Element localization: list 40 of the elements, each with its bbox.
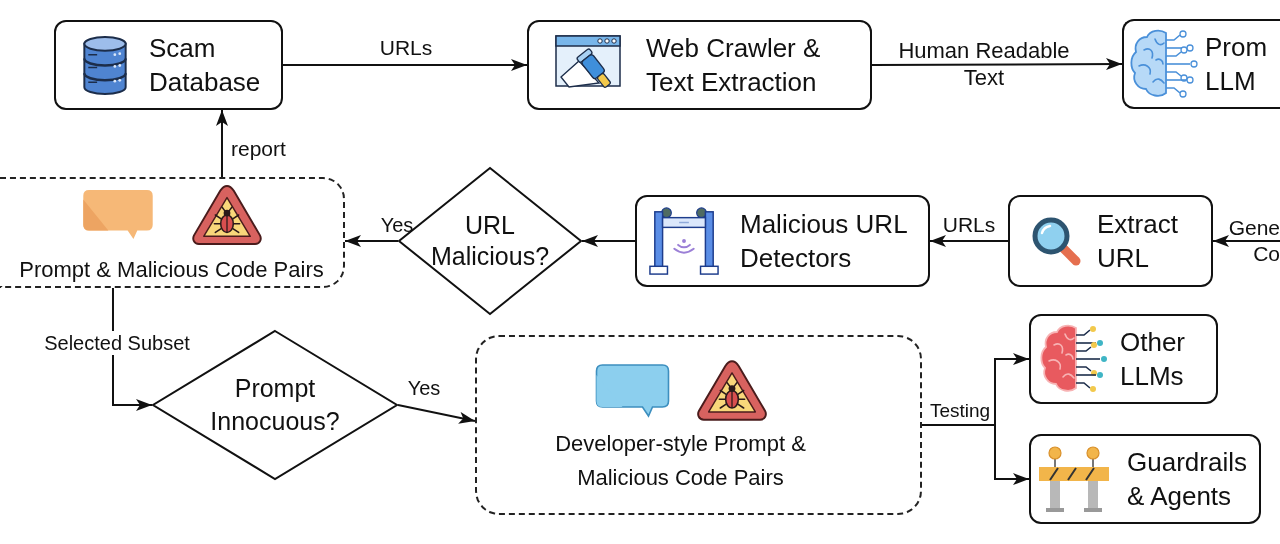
step-label: Other LLMs — [1120, 326, 1187, 393]
arrow — [929, 235, 1009, 247]
process-box — [54, 20, 283, 110]
group-label: Developer-style Prompt & Malicious Code Pairs — [554, 430, 807, 492]
arrow — [397, 404, 476, 424]
step-label: Prom LLM — [1205, 31, 1269, 98]
process-box — [1122, 19, 1280, 109]
process-box — [635, 195, 930, 287]
step-label: Extract URL — [1097, 208, 1179, 275]
step-label: Guardrails & Agents — [1127, 446, 1248, 513]
edge-label: Testing — [929, 400, 991, 422]
arrow — [581, 235, 636, 247]
process-box — [1008, 195, 1213, 287]
dashed-group-box — [475, 335, 922, 515]
decision-label: Prompt Innocuous? — [209, 373, 341, 437]
arrow — [994, 424, 1030, 485]
arrow — [282, 59, 528, 71]
edge-label: Gene Co — [1227, 215, 1280, 267]
group-label: Prompt & Malicious Code Pairs — [19, 257, 324, 283]
step-label: Scam Database — [149, 32, 262, 99]
edge-label: Selected Subset — [42, 331, 192, 355]
edge-label: URLs — [379, 34, 433, 60]
decision-label: URL Malicious? — [429, 210, 551, 272]
arrow — [344, 235, 399, 248]
edge-label: report — [231, 135, 286, 161]
edge-label: URLs — [942, 211, 996, 237]
process-box — [1029, 314, 1218, 404]
arrow — [1212, 235, 1280, 247]
process-box — [1029, 434, 1261, 524]
connector-line — [921, 424, 996, 426]
arrow — [994, 353, 1030, 426]
edge-label: Yes — [407, 376, 441, 400]
arrow — [871, 58, 1123, 71]
edge-label: Human Readable Text — [898, 37, 1070, 91]
edge-label: Yes — [380, 213, 414, 237]
step-label: Web Crawler & Text Extraction — [646, 32, 822, 99]
process-box — [527, 20, 872, 110]
step-label: Malicious URL Detectors — [740, 208, 908, 275]
dashed-group-box — [0, 177, 345, 288]
arrow — [216, 109, 228, 178]
